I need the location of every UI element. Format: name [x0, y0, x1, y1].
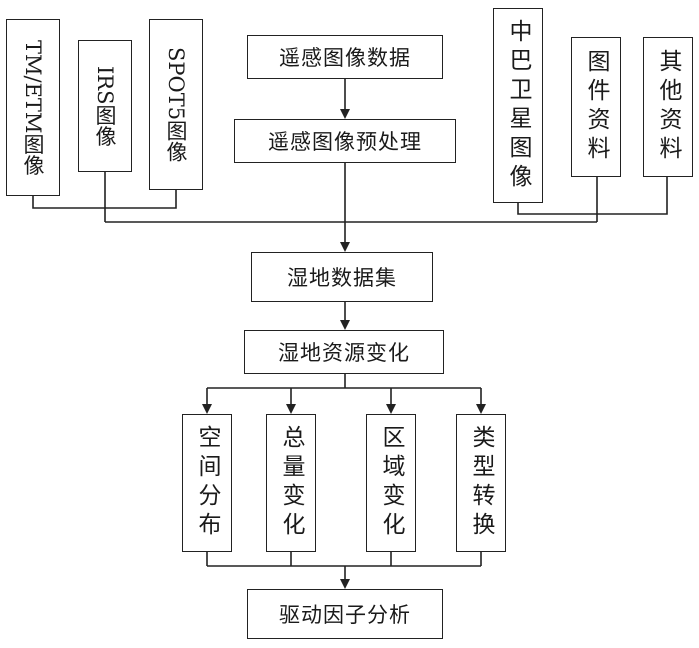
node-drivers: 驱动因子分析 — [247, 589, 443, 639]
node-spatial: 空间分布 — [182, 414, 232, 552]
node-label: 驱动因子分析 — [279, 603, 411, 627]
node-cbers: 中巴卫星图像 — [493, 8, 543, 203]
node-regional: 区域变化 — [366, 414, 416, 552]
node-label: 类型转换 — [468, 425, 494, 541]
node-type-conversion: 类型转换 — [456, 414, 506, 552]
node-label: 空间分布 — [194, 425, 220, 541]
node-remote-data: 遥感图像数据 — [247, 35, 443, 79]
node-tm-etm: TM/ETM图像 — [6, 19, 60, 196]
node-label: 图件资料 — [583, 49, 609, 165]
node-label: 遥感图像预处理 — [268, 130, 422, 154]
node-label: 区域变化 — [378, 425, 404, 541]
node-label: 中巴卫星图像 — [505, 18, 531, 193]
node-wetland-change: 湿地资源变化 — [244, 330, 444, 374]
node-label: 湿地数据集 — [287, 266, 397, 290]
node-preprocess: 遥感图像预处理 — [234, 119, 456, 163]
node-label: 其他资料 — [655, 49, 681, 165]
node-map-docs: 图件资料 — [571, 37, 621, 177]
node-label: IRS图像 — [93, 65, 117, 147]
node-spot5: SPOT5图像 — [149, 19, 203, 190]
node-total: 总量变化 — [266, 414, 316, 552]
node-irs: IRS图像 — [78, 40, 132, 172]
connector-right-sources — [517, 177, 668, 215]
node-label: 总量变化 — [278, 425, 304, 541]
node-label: 湿地资源变化 — [278, 341, 410, 365]
node-label: SPOT5图像 — [164, 46, 188, 163]
connector-left-sources — [32, 196, 106, 222]
node-label: TM/ETM图像 — [21, 39, 45, 176]
node-label: 遥感图像数据 — [279, 46, 411, 70]
node-other-docs: 其他资料 — [643, 37, 693, 177]
node-wetland-dataset: 湿地数据集 — [251, 252, 433, 302]
